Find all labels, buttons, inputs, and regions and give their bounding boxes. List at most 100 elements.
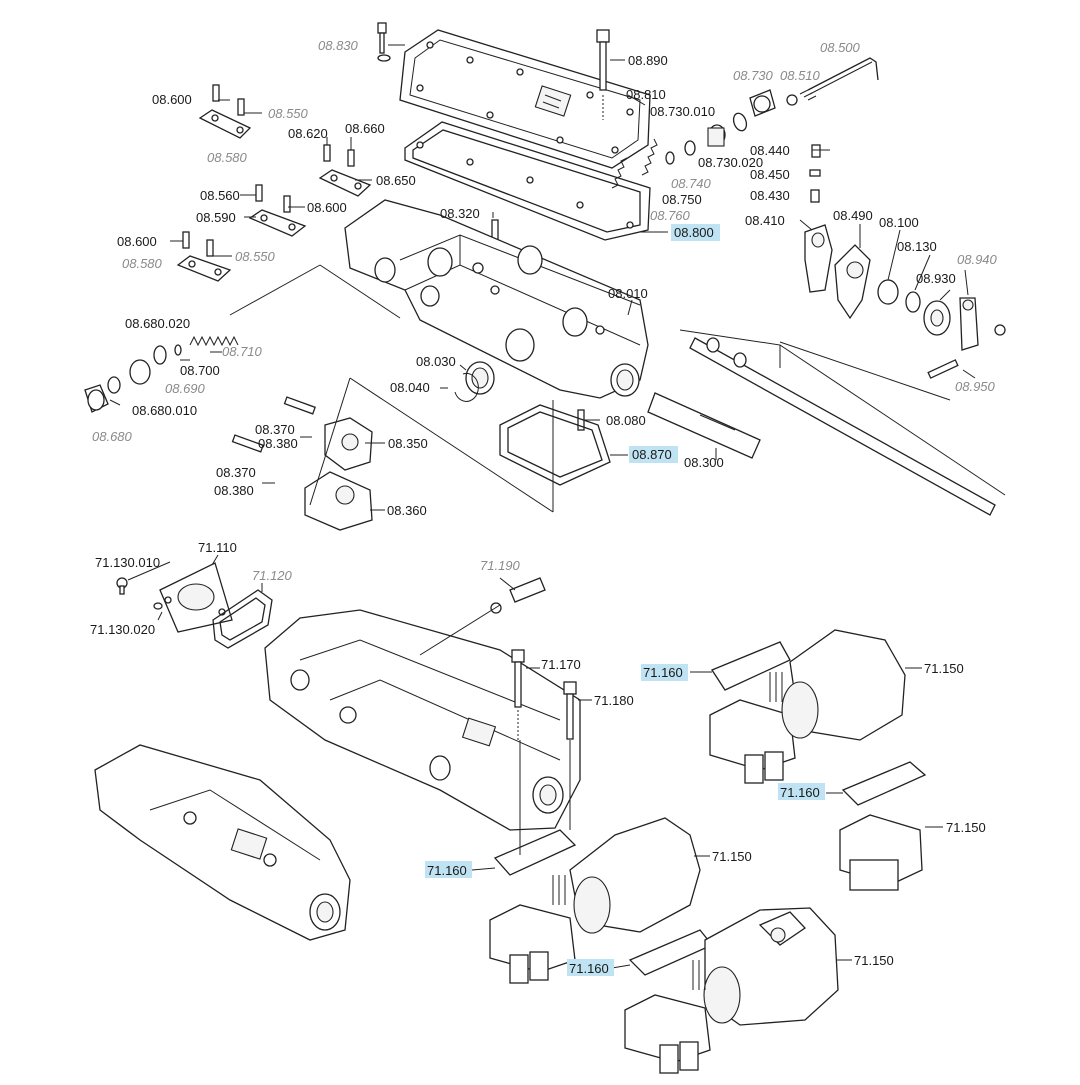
label-08-750: 08.750	[662, 192, 702, 207]
label-08-440: 08.440	[750, 143, 790, 158]
label-08-800[interactable]: 08.800	[674, 225, 714, 240]
plate-71-110	[159, 562, 233, 633]
label-08-940: 08.940	[957, 252, 998, 267]
bracket-08-360	[304, 471, 373, 531]
highlight-08-870	[629, 446, 678, 463]
label-08-380-a: 08.380	[258, 436, 298, 451]
label-08-410: 08.410	[745, 213, 785, 228]
label-08-600-c: 08.600	[117, 234, 157, 249]
label-08-620: 08.620	[288, 126, 328, 141]
label-08-650: 08.650	[376, 173, 416, 188]
label-08-890: 08.890	[628, 53, 668, 68]
gear-08-030	[454, 361, 495, 402]
label-71-130-010: 71.130.010	[95, 555, 160, 570]
label-08-360: 08.360	[387, 503, 427, 518]
label-08-300: 08.300	[684, 455, 724, 470]
bracket-08-350	[231, 396, 373, 471]
label-08-500: 08.500	[820, 40, 861, 55]
label-08-130: 08.130	[897, 239, 937, 254]
link-08-580-b	[176, 231, 232, 282]
label-08-730-020: 08.730.020	[698, 155, 763, 170]
label-71-160-b[interactable]: 71.160	[780, 785, 820, 800]
label-08-080: 08.080	[606, 413, 646, 428]
housing-08-010	[344, 199, 649, 399]
label-08-680-020: 08.680.020	[125, 316, 190, 331]
label-71-150-d: 71.150	[854, 953, 894, 968]
housing-lower	[264, 609, 581, 831]
label-08-550-a: 08.550	[268, 106, 309, 121]
label-71-180: 71.180	[594, 693, 634, 708]
label-08-870[interactable]: 08.870	[632, 447, 672, 462]
label-08-510: 08.510	[780, 68, 821, 83]
label-08-730-010: 08.730.010	[650, 104, 715, 119]
plug-group-08-680	[84, 335, 239, 413]
label-08-430: 08.430	[750, 188, 790, 203]
label-71-190: 71.190	[480, 558, 521, 573]
lever-group-08-410	[779, 144, 1006, 401]
label-08-810: 08.810	[626, 87, 666, 102]
label-08-380-b: 08.380	[214, 483, 254, 498]
labels-lower: 71.130.010 71.110 71.120 71.190 71.130.0…	[90, 540, 986, 976]
bolt-08-830	[377, 22, 391, 62]
label-08-490: 08.490	[833, 208, 873, 223]
label-08-740: 08.740	[671, 176, 712, 191]
valve-unit-a	[709, 629, 906, 784]
label-08-760: 08.760	[650, 208, 691, 223]
label-08-730: 08.730	[733, 68, 774, 83]
label-08-010: 08.010	[608, 286, 648, 301]
highlight-71-160-d	[567, 959, 614, 976]
leader-lines-lower	[127, 554, 943, 969]
label-08-830: 08.830	[318, 38, 359, 53]
label-71-150-c: 71.150	[712, 849, 752, 864]
gasket-71-120	[212, 589, 273, 649]
label-08-600-b: 08.600	[307, 200, 347, 215]
highlight-71-160-a	[641, 664, 688, 681]
gasket-08-800	[404, 121, 651, 241]
label-71-110: 71.110	[198, 540, 237, 555]
label-08-030: 08.030	[416, 354, 456, 369]
valve-unit-d	[624, 907, 839, 1074]
label-71-170: 71.170	[541, 657, 581, 672]
highlight-08-800	[671, 224, 720, 241]
bolt-71-170	[511, 649, 525, 740]
label-08-580-b: 08.580	[122, 256, 163, 271]
rod-08-500	[799, 57, 879, 101]
label-08-040: 08.040	[390, 380, 430, 395]
housing-ghost	[94, 744, 351, 941]
highlight-71-160-c	[425, 861, 472, 878]
label-08-320: 08.320	[440, 206, 480, 221]
cover-08-810	[399, 29, 651, 169]
label-08-580-a: 08.580	[207, 150, 248, 165]
link-08-580-a	[198, 84, 252, 139]
label-08-680-010: 08.680.010	[132, 403, 197, 418]
label-08-660: 08.660	[345, 121, 385, 136]
label-08-350: 08.350	[388, 436, 428, 451]
label-71-160-a[interactable]: 71.160	[643, 665, 683, 680]
valve-unit-c	[489, 817, 701, 984]
gasket-08-870	[499, 404, 611, 486]
labels-upper: 08.830 08.890 08.500 08.730 08.510 08.60…	[92, 38, 998, 518]
label-08-950: 08.950	[955, 379, 996, 394]
label-71-150-b: 71.150	[946, 820, 986, 835]
link-08-650	[318, 144, 372, 197]
label-08-560: 08.560	[200, 188, 240, 203]
bolt-08-890	[596, 29, 610, 120]
label-08-600-a: 08.600	[152, 92, 192, 107]
link-08-590	[248, 184, 307, 237]
label-71-160-c[interactable]: 71.160	[427, 863, 467, 878]
label-08-930: 08.930	[916, 271, 956, 286]
label-08-700: 08.700	[180, 363, 220, 378]
sensor-71-190	[490, 577, 546, 614]
label-08-680: 08.680	[92, 429, 133, 444]
label-08-370-b: 08.370	[216, 465, 256, 480]
bolt-71-180	[563, 681, 577, 740]
label-08-710: 08.710	[222, 344, 263, 359]
spring-08-740	[611, 138, 675, 189]
label-71-130-020: 71.130.020	[90, 622, 155, 637]
label-71-160-d[interactable]: 71.160	[569, 961, 609, 976]
highlight-71-160-b	[778, 783, 825, 800]
screw-71-130	[116, 577, 163, 610]
label-08-590: 08.590	[196, 210, 236, 225]
